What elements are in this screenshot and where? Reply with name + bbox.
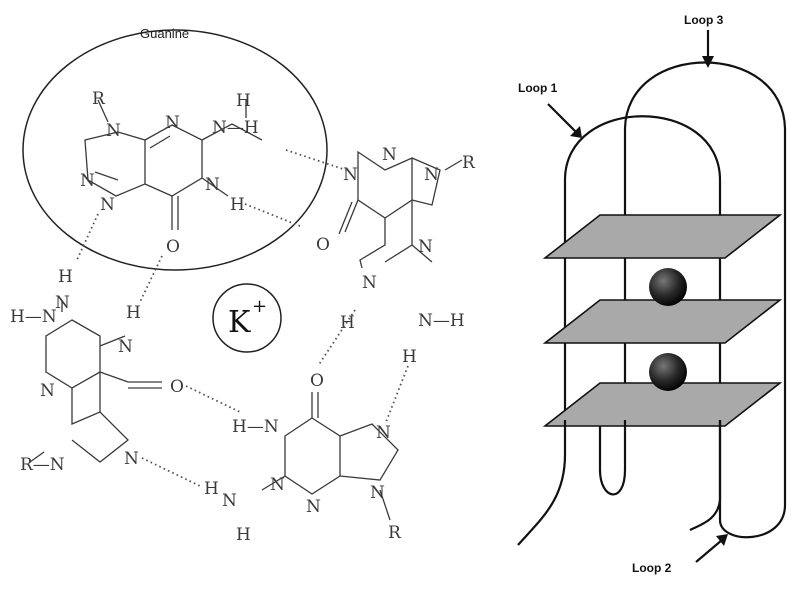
atom-o: O	[170, 377, 184, 397]
atom-n: N	[343, 165, 358, 185]
guanine-top: N R N N N N H N—H H O	[80, 89, 263, 257]
ion-sphere-upper	[649, 268, 687, 306]
loop-1-label: Loop 1	[518, 81, 558, 95]
atom-o: O	[310, 371, 324, 391]
guanine-highlight-ellipse	[22, 29, 328, 271]
loop-1-strand	[563, 115, 722, 420]
tetrad-plane-middle	[542, 299, 783, 344]
loop-3-arrowhead	[702, 56, 714, 68]
atom-h-n: H—N	[10, 307, 57, 327]
atom-r: R	[92, 89, 106, 109]
loop-1-arrowhead	[570, 126, 582, 138]
atom-n: N	[205, 175, 220, 195]
strand-5-prime-tail	[517, 420, 567, 546]
tetrad-plane-top	[542, 214, 783, 259]
guanine-bottom-center: O H—N N N H N H N N R	[204, 371, 402, 545]
atom-o: O	[316, 235, 330, 255]
atom-n: N	[382, 145, 397, 165]
atom-n: N	[118, 337, 133, 357]
atom-n: N	[80, 171, 95, 191]
potassium-ion-circle	[212, 283, 282, 353]
atom-h: H	[236, 525, 251, 545]
atom-n: N	[362, 273, 377, 293]
tetrad-plane-bottom	[542, 382, 783, 427]
loop-3-strand	[623, 61, 787, 425]
ion-charge: +	[252, 296, 267, 317]
atom-n: N	[270, 475, 285, 495]
atom-n: N	[40, 381, 55, 401]
atom-n: N	[306, 497, 321, 517]
hydrogen-bonds	[75, 149, 409, 487]
loop-3-label: Loop 3	[684, 13, 724, 27]
atom-o: O	[166, 237, 180, 257]
atom-n-h: N—H	[212, 118, 259, 138]
atom-n: N	[370, 483, 385, 503]
atom-h-n: H—N	[232, 417, 279, 437]
atom-h: H	[230, 195, 245, 215]
atom-h: H	[58, 267, 73, 287]
atom-h: H	[236, 91, 251, 111]
atom-h: H	[126, 303, 141, 323]
atom-n: N	[55, 293, 70, 313]
strand-3-prime-tail	[689, 420, 722, 531]
atom-r: R	[388, 523, 402, 543]
atom-r-n: R—N	[20, 455, 65, 475]
loop-2-arrowhead	[716, 534, 728, 546]
ion-symbol: K	[228, 305, 251, 340]
atom-n-h: N—H	[418, 311, 465, 331]
atom-n: N	[418, 237, 433, 257]
atom-r: R	[462, 153, 476, 173]
ion-sphere-lower	[649, 353, 687, 391]
guanine-bottom-left: N H—N H N H N O R—N N	[10, 267, 184, 475]
guanine-label: Guanine	[140, 26, 189, 41]
atom-n: N	[106, 121, 121, 141]
loop-2-arrow	[695, 539, 723, 563]
atom-n: N	[222, 491, 237, 511]
atom-h: H	[402, 347, 417, 367]
atom-n: N	[100, 195, 115, 215]
atom-h: H	[204, 479, 219, 499]
guanine-right: N N N R O N N H N—H H	[316, 145, 476, 367]
atom-n: N	[124, 449, 139, 469]
atom-n: N	[424, 165, 439, 185]
atom-n: N	[165, 113, 180, 133]
loop-1-arrow	[547, 103, 577, 133]
loop-2-label: Loop 2	[632, 561, 672, 575]
atom-n: N	[376, 423, 391, 443]
lower-connecting-loop	[598, 420, 627, 496]
loop-2-strand	[718, 420, 787, 539]
